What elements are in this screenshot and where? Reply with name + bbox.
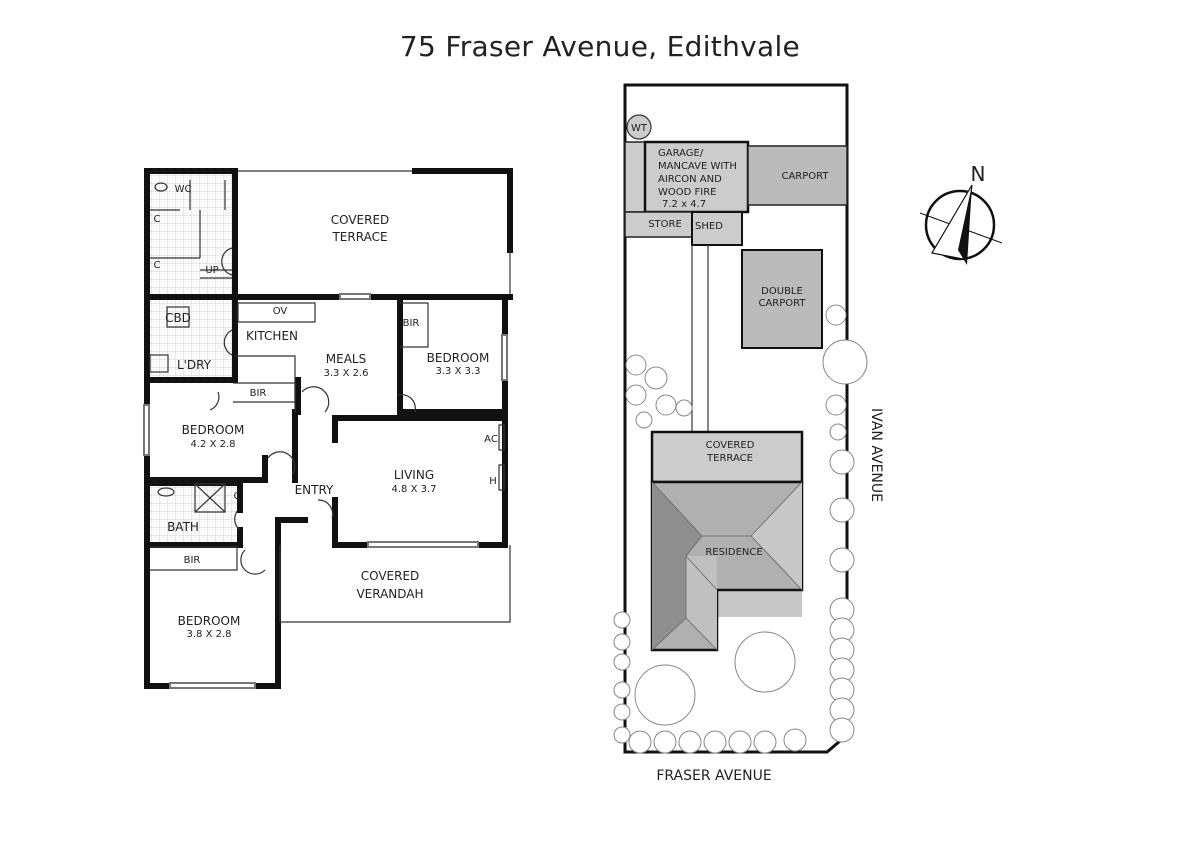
- north-label: N: [971, 162, 986, 186]
- window: [367, 541, 479, 548]
- bir-label: BIR: [184, 555, 201, 566]
- garage-label: GARAGE/ MANCAVE WITH AIRCON AND WOOD FIR…: [658, 148, 737, 210]
- covered-terrace-label: COVERED: [331, 213, 390, 227]
- entry-label: ENTRY: [295, 483, 334, 497]
- covered-terrace: [650, 430, 804, 484]
- tree-icon: [822, 339, 868, 385]
- tree-icon: [829, 423, 847, 441]
- shed-label: SHED: [695, 221, 723, 232]
- covered-terrace-label: TERRACE: [331, 230, 387, 244]
- tree-icon: [675, 399, 693, 417]
- tree-icon: [728, 730, 752, 754]
- tree-icon: [653, 730, 677, 754]
- tree-icon: [825, 394, 847, 416]
- cupboard-label: C: [154, 260, 161, 271]
- terrace-label: TERRACE: [706, 453, 753, 464]
- tree-icon: [734, 631, 796, 693]
- laundry-label: L'DRY: [177, 358, 212, 372]
- tree-icon: [635, 411, 653, 429]
- bedroom-label: BEDROOM: [182, 423, 245, 437]
- bedroom-size: 4.2 X 2.8: [190, 439, 235, 450]
- store: [624, 211, 694, 238]
- tree-icon: [644, 366, 668, 390]
- tree-icon: [783, 728, 807, 752]
- double-carport: [741, 249, 823, 349]
- tree-icon: [634, 664, 696, 726]
- tree-icon: [829, 547, 855, 573]
- cbd-label: CBD: [165, 311, 191, 325]
- tree-icon: [625, 384, 647, 406]
- residence: RESIDENCE: [650, 480, 804, 652]
- tree-icon: [825, 304, 847, 326]
- double-carport-label: DOUBLE: [761, 286, 803, 297]
- terrace-label: COVERED: [706, 440, 755, 451]
- heater-label: H: [489, 476, 497, 487]
- tree-icon: [613, 703, 631, 721]
- bedroom-size: 3.3 X 3.3: [435, 366, 480, 377]
- kitchen-label: KITCHEN: [246, 329, 298, 343]
- tree-icon: [829, 449, 855, 475]
- bir-label: BIR: [250, 388, 267, 399]
- bedroom-size: 3.8 X 2.8: [186, 629, 231, 640]
- residence-label: RESIDENCE: [705, 547, 762, 558]
- cupboard-label: C: [154, 214, 161, 225]
- svg-text:AIRCON AND: AIRCON AND: [658, 174, 722, 185]
- cupboard-label: C: [234, 491, 241, 502]
- trees: [613, 304, 868, 754]
- wc-label: WC: [175, 184, 192, 195]
- stairs-label: UP: [205, 265, 218, 276]
- water-tank: [626, 114, 652, 140]
- double-carport-label: CARPORT: [758, 298, 806, 309]
- svg-text:7.2 x 4.7: 7.2 x 4.7: [662, 199, 706, 210]
- bir-label: BIR: [403, 318, 420, 329]
- bath-tiles: [150, 484, 238, 544]
- svg-text:GARAGE/: GARAGE/: [658, 148, 704, 159]
- window: [143, 404, 150, 456]
- plan-title: 75 Fraser Avenue, Edithvale: [399, 30, 801, 63]
- water-tank-label: WT: [631, 123, 648, 134]
- tree-icon: [625, 354, 647, 376]
- svg-text:MANCAVE WITH: MANCAVE WITH: [658, 161, 737, 172]
- tree-icon: [829, 497, 855, 523]
- window: [169, 682, 256, 689]
- tree-icon: [753, 730, 777, 754]
- bedroom-label: BEDROOM: [427, 351, 490, 365]
- laundry-tiles: [150, 300, 232, 378]
- meals-size: 3.3 X 2.6: [323, 368, 368, 379]
- tree-icon: [613, 681, 631, 699]
- floor-plan: WC C C UP COVERED TERRACE CBD L'DRY OV K…: [143, 168, 513, 689]
- living-size: 4.8 X 3.7: [391, 484, 436, 495]
- shed: [691, 211, 743, 246]
- bedroom-label: BEDROOM: [178, 614, 241, 628]
- tree-icon: [628, 730, 652, 754]
- site-plan: WT GARAGE/ MANCAVE WITH AIRCON AND WOOD …: [613, 83, 884, 784]
- wet-area-tiles: [150, 173, 232, 295]
- store-label: STORE: [648, 219, 682, 230]
- verandah-label: COVERED: [361, 569, 420, 583]
- north-compass-icon: N: [919, 162, 1003, 265]
- tree-icon: [703, 730, 727, 754]
- tree-icon: [613, 611, 631, 629]
- verandah-label: VERANDAH: [356, 587, 423, 601]
- tree-icon: [613, 633, 631, 651]
- tree-icon: [678, 730, 702, 754]
- bath-label: BATH: [167, 520, 199, 534]
- ivan-avenue-label: IVAN AVENUE: [868, 408, 884, 502]
- living-label: LIVING: [394, 468, 434, 482]
- fraser-avenue-label: FRASER AVENUE: [656, 768, 771, 784]
- ac-label: AC: [484, 434, 498, 445]
- tree-icon: [829, 717, 855, 743]
- meals-label: MEALS: [326, 352, 366, 366]
- carport-label: CARPORT: [781, 171, 829, 182]
- svg-text:WOOD FIRE: WOOD FIRE: [658, 187, 716, 198]
- window: [339, 293, 371, 300]
- garage: [643, 140, 750, 214]
- tree-icon: [613, 726, 631, 744]
- window: [501, 334, 508, 381]
- tree-icon: [613, 653, 631, 671]
- tree-icon: [655, 394, 677, 416]
- oven-label: OV: [273, 306, 288, 317]
- carport: [747, 145, 848, 206]
